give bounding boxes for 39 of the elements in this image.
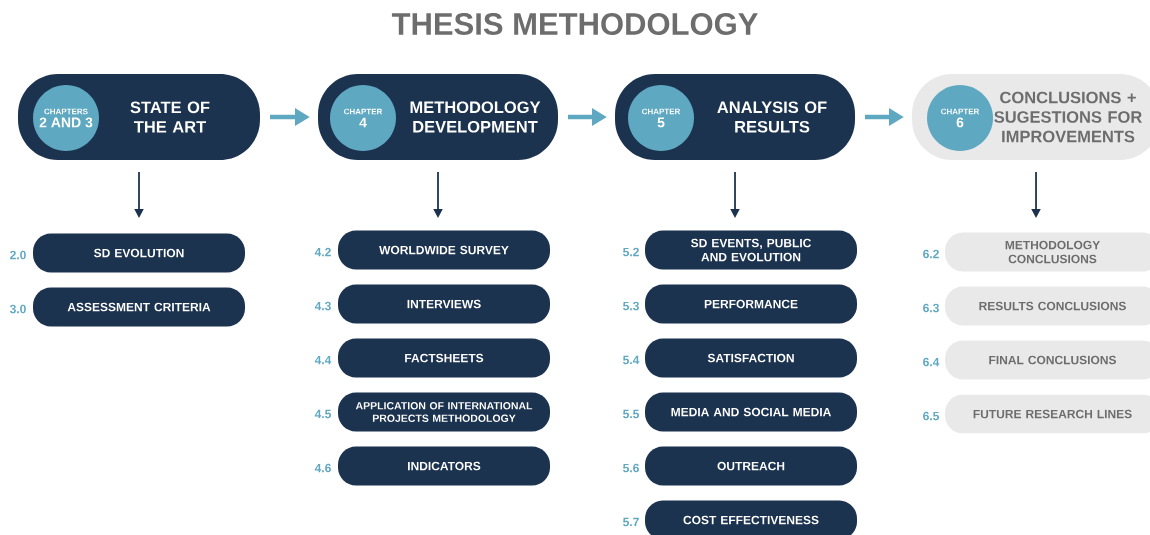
chapter-badge: CHAPTER 4 [330, 85, 396, 151]
section-box: FUTURE RESEARCH LINES [945, 394, 1150, 434]
section-number: 4.5 [314, 409, 331, 419]
section-box: SATISFACTION [645, 338, 857, 378]
chapter-badge: CHAPTER 6 [927, 85, 993, 151]
section-box: WORLDWIDE SURVEY [338, 230, 550, 270]
section-box: SD EVENTS, PUBLIC AND EVOLUTION [645, 230, 857, 270]
section-number: 5.7 [623, 517, 639, 527]
section-box: MEDIA AND SOCIAL MEDIA [645, 392, 857, 432]
section-box: OUTREACH [645, 446, 857, 486]
section-number: 4.3 [314, 301, 331, 311]
section-box: PERFORMANCE [645, 284, 857, 324]
section-box: FACTSHEETS [338, 338, 550, 378]
section-box: COST EFFECTIVENESS [645, 500, 857, 535]
title: THESIS METHODOLOGY [391, 13, 758, 35]
section-number: 4.4 [314, 355, 332, 365]
section-number: 6.4 [923, 357, 940, 367]
section-number: 4.2 [314, 247, 331, 257]
section-number: 5.6 [623, 463, 639, 473]
section-number: 3.0 [9, 304, 26, 314]
section-box: RESULTS CONCLUSIONS [945, 286, 1150, 326]
chapter-badge: CHAPTER 5 [628, 85, 694, 151]
section-box: FINAL CONCLUSIONS [945, 340, 1150, 380]
section-box: INDICATORS [338, 446, 550, 486]
section-number: 2.0 [10, 250, 26, 260]
section-box: METHODOLOGY CONCLUSIONS [945, 232, 1150, 272]
section-number: 5.4 [623, 355, 640, 365]
section-number: 5.2 [623, 247, 639, 257]
section-number: 6.3 [923, 303, 939, 313]
section-number: 5.5 [623, 409, 639, 419]
section-number: 6.5 [923, 411, 939, 421]
section-number: 4.6 [314, 463, 331, 473]
section-box: APPLICATION OF INTERNATIONAL PROJECTS METHODOLOGY [338, 392, 550, 432]
section-box: ASSESSMENT CRITERIA [33, 287, 245, 327]
section-box: INTERVIEWS [338, 284, 550, 324]
section-number: 6.2 [923, 249, 939, 259]
section-number: 5.3 [623, 301, 639, 311]
section-box: SD EVOLUTION [33, 233, 245, 273]
chapter-badge: CHAPTERS 2 AND 3 [33, 85, 99, 151]
